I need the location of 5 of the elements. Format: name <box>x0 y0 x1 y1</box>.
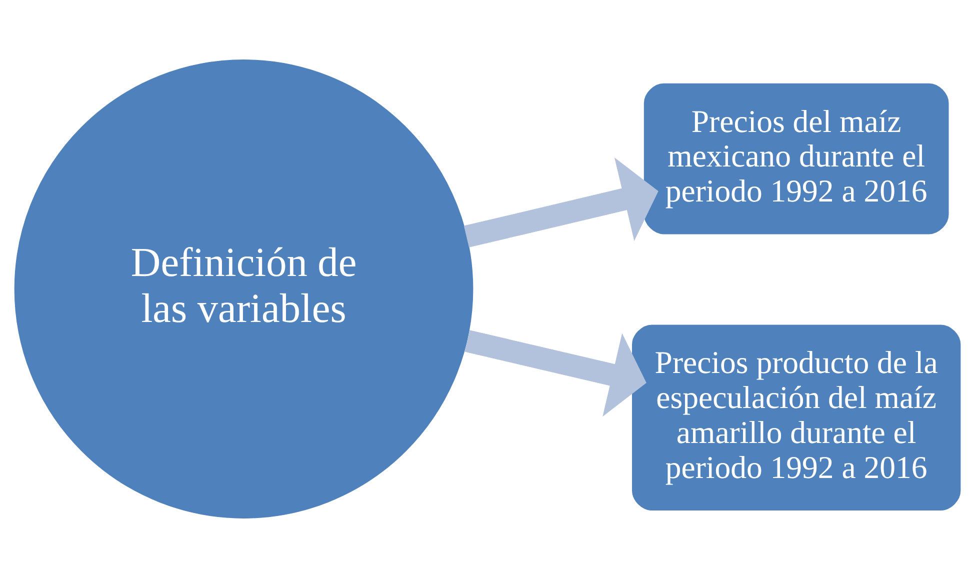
arrow <box>464 330 646 416</box>
node-circle: Definición de las variables <box>14 59 474 518</box>
node-box: Precios del maíz mexicano durante el periodo 1992 a 2016 <box>644 82 949 234</box>
arrow <box>464 156 658 247</box>
node-box: Precios producto de la especulación del maíz amarillo durante el periodo 1992 a 2016 <box>632 324 961 510</box>
